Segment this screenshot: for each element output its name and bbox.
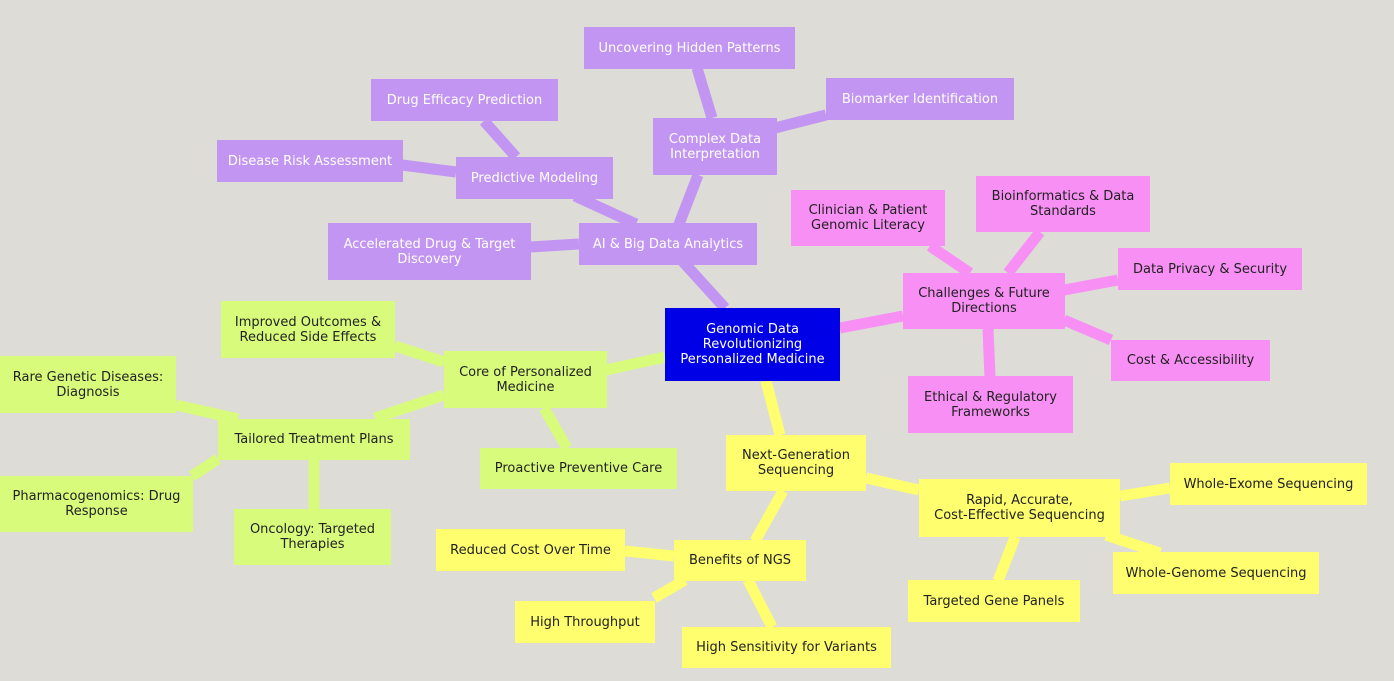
benefits-ngs-node[interactable]: Benefits of NGS — [674, 540, 806, 581]
ai-big-data-node[interactable]: AI & Big Data Analytics — [579, 223, 757, 265]
preventive-care-node[interactable]: Proactive Preventive Care — [480, 448, 677, 489]
link-tailored-pharmaco — [188, 454, 222, 481]
link-complex-biomarker — [773, 109, 828, 134]
link-tailored-rare — [174, 399, 240, 425]
uncovering-patterns-node[interactable]: Uncovering Hidden Patterns — [584, 27, 795, 69]
link-root-personalized — [604, 351, 667, 376]
link-personalized-tailored — [373, 389, 446, 424]
link-predictive-drug-efficacy — [479, 117, 521, 161]
targeted-panels-node[interactable]: Targeted Gene Panels — [908, 580, 1080, 622]
link-challenges-bioinformatics — [1003, 228, 1045, 277]
whole-genome-node[interactable]: Whole-Genome Sequencing — [1113, 552, 1319, 594]
link-challenges-cost — [1061, 314, 1114, 346]
genomic-literacy-node[interactable]: Clinician & Patient Genomic Literacy — [791, 190, 945, 246]
link-predictive-disease-risk — [401, 159, 457, 178]
pharmacogenomics-node[interactable]: Pharmacogenomics: Drug Response — [0, 476, 193, 532]
reduced-cost-node[interactable]: Reduced Cost Over Time — [436, 529, 625, 571]
link-personalized-preventive — [539, 405, 572, 451]
biomarker-node[interactable]: Biomarker Identification — [826, 78, 1014, 120]
complex-data-node[interactable]: Complex Data Interpretation — [653, 118, 777, 175]
oncology-node[interactable]: Oncology: Targeted Therapies — [234, 509, 391, 565]
cost-accessibility-node[interactable]: Cost & Accessibility — [1111, 340, 1270, 381]
link-ngs-rapid — [864, 472, 921, 496]
tailored-treatment-node[interactable]: Tailored Treatment Plans — [218, 419, 410, 460]
disease-risk-node[interactable]: Disease Risk Assessment — [217, 140, 403, 182]
challenges-node[interactable]: Challenges & Future Directions — [903, 273, 1065, 329]
link-rapid-exome — [1119, 482, 1171, 502]
high-throughput-node[interactable]: High Throughput — [515, 601, 655, 643]
ngs-node[interactable]: Next-Generation Sequencing — [726, 435, 866, 491]
predictive-modeling-node[interactable]: Predictive Modeling — [456, 157, 613, 199]
drug-efficacy-node[interactable]: Drug Efficacy Prediction — [371, 79, 558, 121]
rapid-sequencing-node[interactable]: Rapid, Accurate, Cost-Effective Sequenci… — [919, 479, 1120, 537]
link-rapid-genome — [1104, 529, 1162, 559]
ethical-regulatory-node[interactable]: Ethical & Regulatory Frameworks — [908, 376, 1073, 433]
link-ai-complex — [670, 173, 704, 234]
bioinformatics-node[interactable]: Bioinformatics & Data Standards — [976, 176, 1150, 232]
improved-outcomes-node[interactable]: Improved Outcomes & Reduced Side Effects — [221, 301, 395, 358]
core-personalized-node[interactable]: Core of Personalized Medicine — [444, 351, 607, 408]
link-ai-predictive — [572, 191, 639, 229]
link-ai-accelerated — [529, 238, 580, 253]
link-root-ngs — [760, 379, 786, 437]
link-benefits-throughput — [651, 575, 688, 603]
accelerated-discovery-node[interactable]: Accelerated Drug & Target Discovery — [328, 223, 531, 280]
link-challenges-privacy — [1062, 274, 1120, 296]
root-node[interactable]: Genomic Data Revolutionizing Personalize… — [665, 308, 840, 381]
link-benefits-sensitivity — [743, 577, 777, 630]
link-ngs-benefits — [750, 488, 788, 544]
data-privacy-node[interactable]: Data Privacy & Security — [1118, 248, 1302, 290]
link-challenges-literacy — [926, 241, 974, 278]
link-personalized-outcomes — [393, 340, 446, 368]
link-benefits-reduced-cost — [624, 545, 675, 562]
link-complex-uncovering — [691, 66, 718, 120]
link-root-challenges — [838, 310, 905, 334]
link-challenges-ethical — [982, 328, 996, 378]
whole-exome-node[interactable]: Whole-Exome Sequencing — [1170, 463, 1367, 505]
rare-diseases-node[interactable]: Rare Genetic Diseases: Diagnosis — [0, 356, 176, 413]
high-sensitivity-node[interactable]: High Sensitivity for Variants — [682, 627, 891, 668]
link-rapid-panels — [992, 535, 1021, 583]
